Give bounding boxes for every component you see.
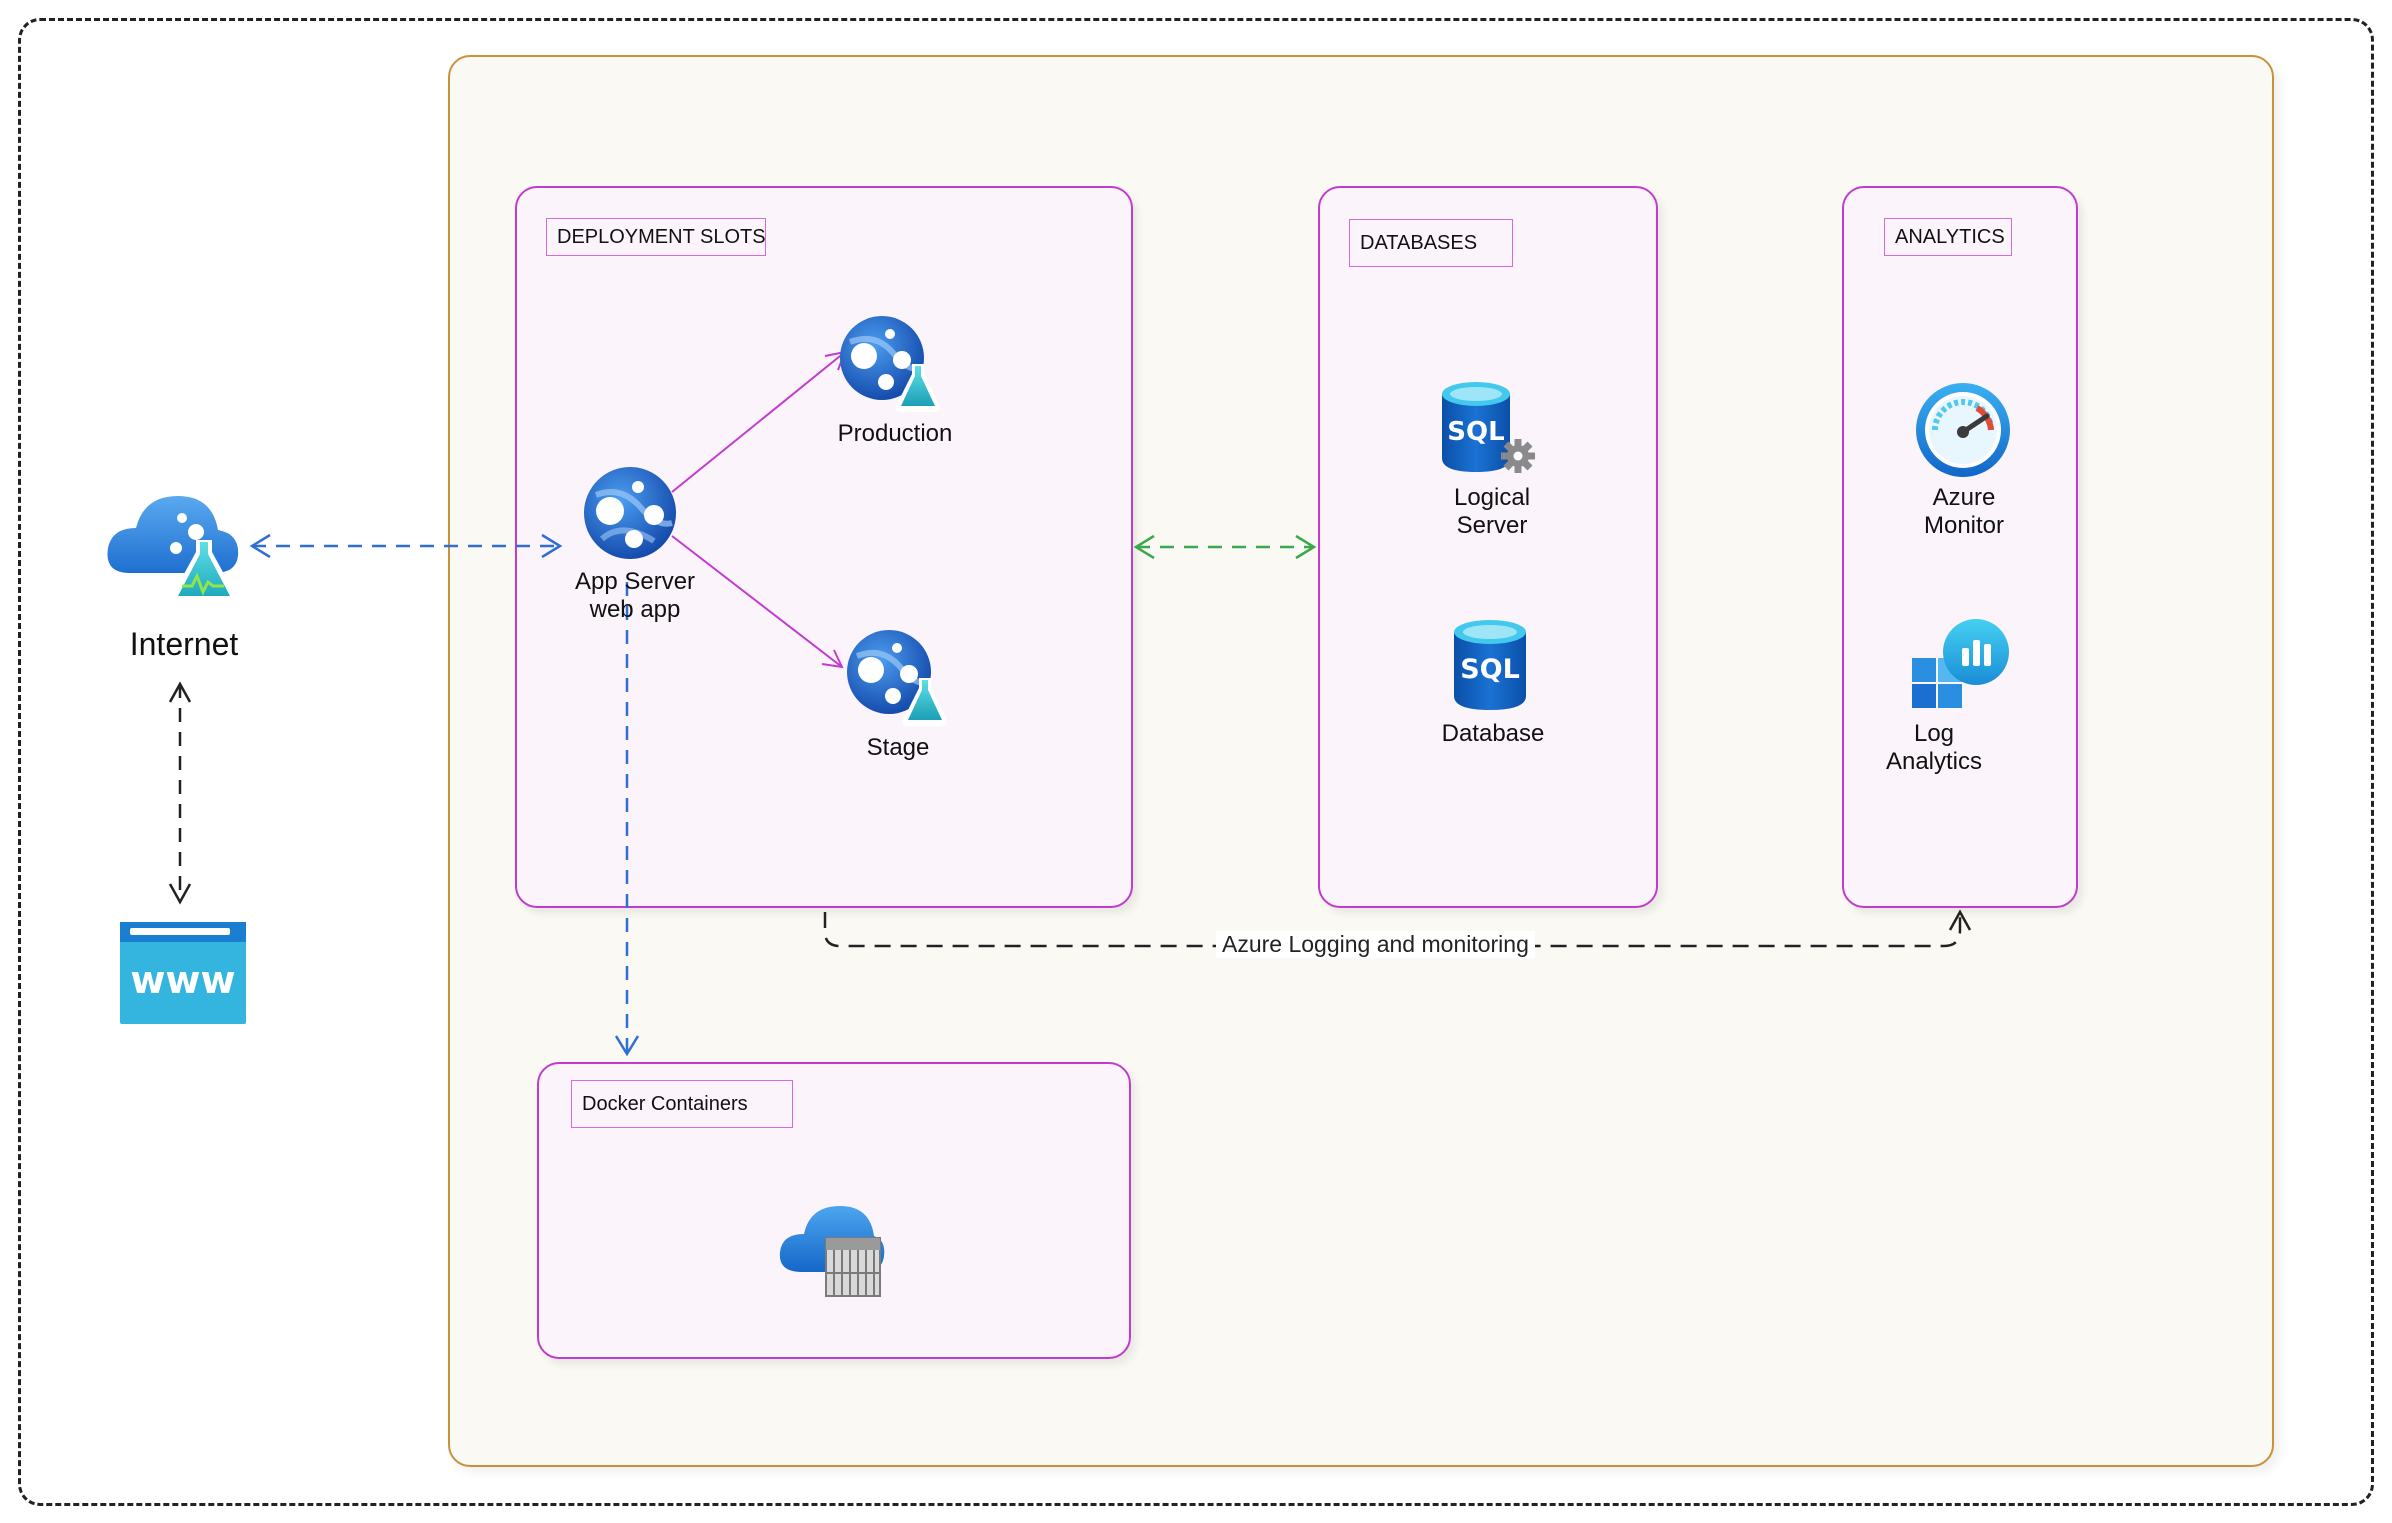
connector-app-docker[interactable]: [614, 582, 640, 1057]
connector-deploy-db[interactable]: [1133, 534, 1317, 560]
www-text: www: [130, 958, 236, 1002]
node-label-logical-server: Logical Server: [1412, 484, 1572, 540]
node-label-app-server: App Server web app: [555, 568, 715, 624]
node-label-database: Database: [1441, 720, 1545, 747]
outer-dashed-boundary: [18, 18, 2374, 1506]
group-databases[interactable]: [1318, 186, 1658, 908]
log-analytics-icon[interactable]: [1910, 618, 2010, 712]
node-label-log-analytics: Log Analytics: [1854, 720, 2014, 776]
sql-server-icon[interactable]: SQL: [1438, 380, 1538, 476]
node-label-internet: Internet: [129, 626, 239, 662]
sql-database-icon[interactable]: SQL: [1452, 618, 1528, 712]
node-label-production: Production: [837, 420, 953, 447]
group-label-docker-containers: Docker Containers: [571, 1080, 793, 1128]
connector-logging[interactable]: [823, 909, 1972, 948]
group-label-deployment-slots: DEPLOYMENT SLOTS: [546, 218, 766, 256]
www-icon[interactable]: www: [120, 922, 246, 1024]
connector-internet-app[interactable]: [249, 533, 563, 559]
node-label-azure-monitor-line2: Monitor: [1923, 512, 2005, 539]
app-service-slot-icon[interactable]: [845, 628, 949, 728]
connector-app-stage[interactable]: [671, 535, 844, 669]
node-label-stage: Stage: [866, 734, 930, 761]
connector-label-logging: Azure Logging and monitoring: [1216, 931, 1535, 958]
cloud-flask-icon[interactable]: [100, 478, 250, 614]
monitor-gauge-icon[interactable]: [1915, 382, 2011, 478]
sql-text: SQL: [1447, 417, 1504, 447]
container-registry-icon[interactable]: [778, 1200, 890, 1300]
node-label-app-server-line1: App Server: [574, 568, 696, 595]
sql-text: SQL: [1460, 654, 1520, 685]
group-label-databases: DATABASES: [1349, 219, 1513, 267]
group-label-analytics: ANALYTICS: [1884, 218, 2012, 256]
app-service-slot-icon[interactable]: [838, 314, 942, 414]
node-label-logical-server-line2: Server: [1456, 512, 1528, 539]
node-label-logical-server-line1: Logical: [1453, 484, 1531, 511]
app-service-icon[interactable]: [582, 465, 678, 561]
node-label-log-analytics-line1: Log: [1913, 720, 1955, 747]
node-label-azure-monitor: Azure Monitor: [1884, 484, 2044, 540]
node-label-azure-monitor-line1: Azure: [1932, 484, 1996, 511]
group-analytics[interactable]: [1842, 186, 2078, 908]
node-label-log-analytics-line2: Analytics: [1885, 748, 1983, 775]
node-label-app-server-line2: web app: [589, 596, 681, 623]
connector-internet-www[interactable]: [168, 681, 192, 905]
